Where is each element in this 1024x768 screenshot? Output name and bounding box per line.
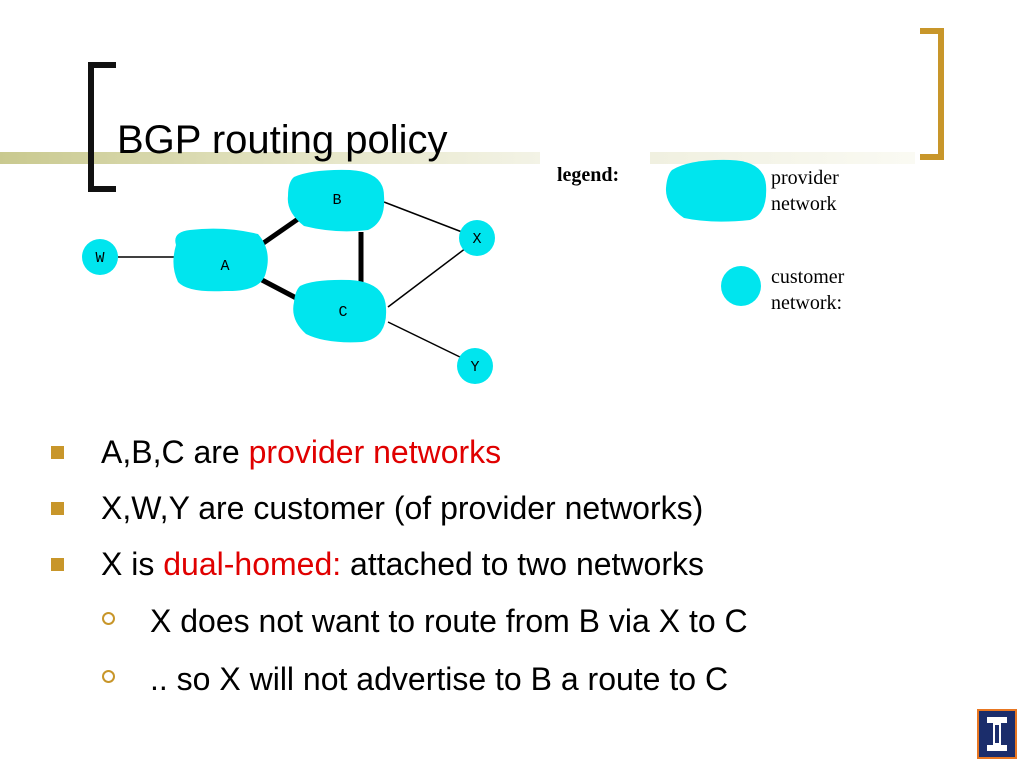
- network-diagram: A B C W X Y: [82, 159, 767, 384]
- bullet-highlight: provider networks: [248, 434, 502, 470]
- customer-network-w: [82, 239, 118, 275]
- sub-bullet-text: X does not want to route from B via X to…: [150, 603, 748, 639]
- legend-provider-line1: provider: [771, 167, 839, 189]
- bullet-text: A,B,C are: [101, 434, 249, 470]
- customer-network-x: [459, 220, 495, 256]
- square-bullet-icon: [51, 502, 64, 515]
- circle-bullet-icon: [102, 670, 115, 683]
- title-decor-bar: [0, 152, 540, 164]
- slide-title: BGP routing policy: [117, 118, 448, 162]
- bullet-highlight: dual-homed:: [163, 546, 342, 582]
- legend-provider-line2: network: [771, 193, 837, 215]
- right-bracket-decor: [920, 28, 944, 160]
- node-label-y: Y: [470, 359, 479, 376]
- sub-bullet-item: .. so X will not advertise to B a route …: [0, 650, 1000, 708]
- link-b-x: [383, 201, 463, 233]
- link-a-b: [260, 216, 300, 247]
- illinois-i-icon: [987, 717, 1007, 751]
- customer-network-y: [457, 348, 493, 384]
- link-c-x: [387, 247, 467, 308]
- bullet-item: X,W,Y are customer (of provider networks…: [0, 480, 1000, 536]
- node-label-b: B: [332, 192, 341, 209]
- provider-network-b: [287, 169, 385, 232]
- link-c-y: [387, 321, 463, 359]
- legend-customer-label: customer network:: [771, 264, 881, 316]
- sub-bullet-item: X does not want to route from B via X to…: [0, 592, 1000, 650]
- university-logo-icon: [977, 709, 1017, 759]
- node-label-w: W: [95, 250, 104, 267]
- bullet-item: X is dual-homed: attached to two network…: [0, 536, 1000, 592]
- link-a-c: [260, 277, 302, 303]
- legend-customer-line2: network:: [771, 292, 843, 314]
- bullet-text: X,W,Y are customer (of provider networks…: [101, 490, 704, 526]
- node-label-x: X: [472, 231, 481, 248]
- left-bracket-decor: [88, 62, 116, 192]
- bullet-text: X is: [101, 546, 164, 582]
- circle-bullet-icon: [102, 612, 115, 625]
- legend-provider-shape: [665, 159, 767, 222]
- legend-customer-line1: customer: [771, 266, 845, 288]
- legend-customer-shape: [721, 266, 761, 306]
- provider-network-c: [293, 279, 387, 343]
- legend-provider-label: provider network: [771, 165, 881, 217]
- sub-bullet-text: .. so X will not advertise to B a route …: [150, 661, 729, 697]
- legend-title: legend:: [557, 164, 620, 186]
- bullet-item: A,B,C are provider networks: [0, 424, 1000, 480]
- bullet-list: A,B,C are provider networks X,W,Y are cu…: [0, 424, 1000, 708]
- node-label-a: A: [220, 258, 229, 275]
- square-bullet-icon: [51, 446, 64, 459]
- bullet-text-suffix: attached to two networks: [341, 546, 704, 582]
- provider-network-a: [173, 228, 268, 292]
- node-label-c: C: [338, 304, 347, 321]
- square-bullet-icon: [51, 558, 64, 571]
